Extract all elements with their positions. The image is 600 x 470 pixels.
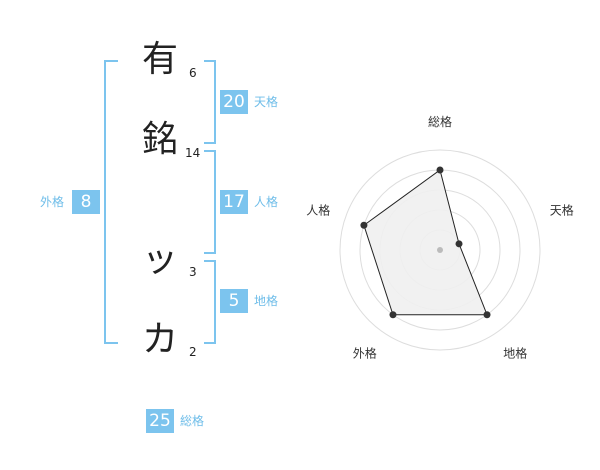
name-char-3: ッ bbox=[141, 239, 178, 280]
stroke-count-3: 3 bbox=[189, 265, 197, 279]
tenkaku-label: 天格 bbox=[254, 95, 279, 109]
gaikaku-bracket bbox=[104, 60, 118, 344]
jinkaku-bracket bbox=[204, 150, 216, 254]
gaikaku-label: 外格 bbox=[40, 195, 65, 209]
stroke-count-4: 2 bbox=[189, 345, 197, 359]
radar-point bbox=[483, 311, 491, 319]
tenkaku-bracket bbox=[204, 60, 216, 144]
tenkaku-value: 20 bbox=[220, 90, 248, 114]
radar-center-dot bbox=[437, 247, 443, 253]
jinkaku-value: 17 bbox=[220, 190, 248, 214]
chikaku-bracket bbox=[204, 260, 216, 344]
stroke-count-2: 14 bbox=[185, 146, 201, 160]
radar-point bbox=[436, 166, 444, 174]
gaikaku-value: 8 bbox=[72, 190, 100, 214]
radar-area bbox=[363, 169, 488, 316]
radar-point bbox=[455, 240, 463, 248]
name-char-2: 銘 bbox=[141, 119, 178, 160]
radar-ring bbox=[339, 149, 541, 351]
radar-axis-label: 地格 bbox=[503, 346, 527, 361]
jinkaku-label: 人格 bbox=[254, 195, 279, 209]
soukaku-label: 総格 bbox=[180, 414, 205, 428]
radar-point bbox=[389, 311, 397, 319]
name-char-4: カ bbox=[141, 319, 178, 360]
name-char-1: 有 bbox=[141, 39, 178, 80]
soukaku-value: 25 bbox=[146, 409, 174, 433]
radar-axis-label: 外格 bbox=[353, 346, 377, 361]
chikaku-value: 5 bbox=[220, 289, 248, 313]
stroke-count-1: 6 bbox=[189, 66, 197, 80]
radar-axis-label: 総格 bbox=[428, 114, 452, 129]
radar-point bbox=[360, 221, 368, 229]
radar-axis-label: 天格 bbox=[550, 202, 574, 217]
chikaku-label: 地格 bbox=[254, 294, 279, 308]
radar-axis-label: 人格 bbox=[306, 202, 330, 217]
